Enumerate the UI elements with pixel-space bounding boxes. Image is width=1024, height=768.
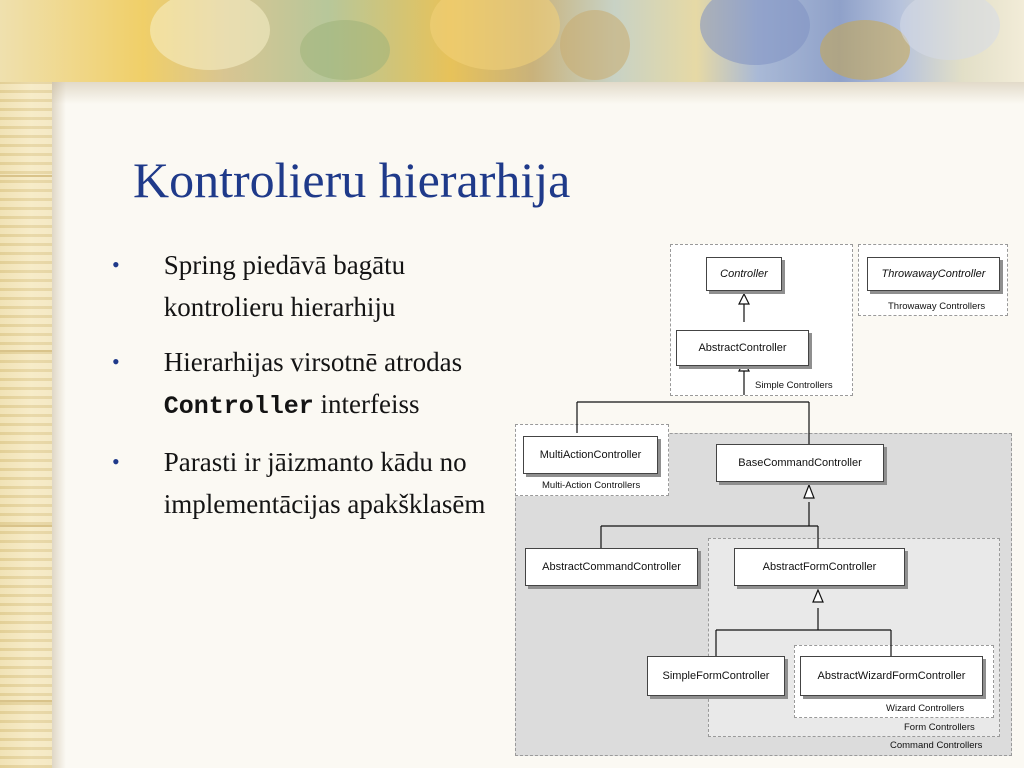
group-label-simple: Simple Controllers — [755, 380, 833, 391]
top-shadow — [52, 82, 1024, 104]
left-decorative-strip — [0, 0, 52, 768]
code-controller: Controller — [163, 392, 314, 421]
group-label-wizard: Wizard Controllers — [886, 703, 965, 714]
class-abstract-form-controller: AbstractFormController — [734, 548, 905, 586]
bullet-text-part: interfeiss — [313, 389, 420, 419]
bullet-text: Hierarhijas virsotnē atrodas Controller … — [164, 341, 492, 428]
bullet-text-part: Hierarhijas virsotnē atrodas — [163, 347, 463, 377]
class-abstract-controller: AbstractController — [676, 330, 809, 366]
class-throwaway-controller: ThrowawayController — [867, 257, 1000, 291]
bullet-item: • Spring piedāvā bagātu kontrolieru hier… — [112, 244, 492, 328]
bullet-item: • Parasti ir jāizmanto kādu no implement… — [112, 441, 492, 525]
group-label-form: Form Controllers — [904, 722, 975, 733]
bullet-list: • Spring piedāvā bagātu kontrolieru hier… — [112, 244, 492, 538]
bullet-item: • Hierarhijas virsotnē atrodas Controlle… — [112, 341, 492, 428]
class-controller: Controller — [706, 257, 782, 291]
bullet-text: Parasti ir jāizmanto kādu no implementāc… — [163, 447, 486, 519]
bullet-text: Spring piedāvā bagātu kontrolieru hierar… — [163, 250, 406, 322]
top-decorative-banner — [0, 0, 1024, 82]
class-abstract-command-controller: AbstractCommandController — [525, 548, 698, 586]
group-label-multi-action: Multi-Action Controllers — [542, 480, 641, 491]
class-abstract-wizard-form-controller: AbstractWizardFormController — [800, 656, 983, 696]
class-multi-action-controller: MultiActionController — [523, 436, 658, 474]
group-label-throwaway: Throwaway Controllers — [888, 301, 986, 312]
bullet-marker: • — [112, 252, 120, 277]
slide-title: Kontrolieru hierarhija — [133, 152, 571, 208]
class-base-command-controller: BaseCommandController — [716, 444, 884, 482]
class-simple-form-controller: SimpleFormController — [647, 656, 785, 696]
bullet-marker: • — [112, 349, 120, 374]
left-shadow — [52, 80, 66, 768]
bullet-marker: • — [112, 449, 120, 474]
group-label-command: Command Controllers — [890, 740, 983, 751]
controller-hierarchy-diagram: Simple Controllers Throwaway Controllers… — [510, 240, 1016, 758]
